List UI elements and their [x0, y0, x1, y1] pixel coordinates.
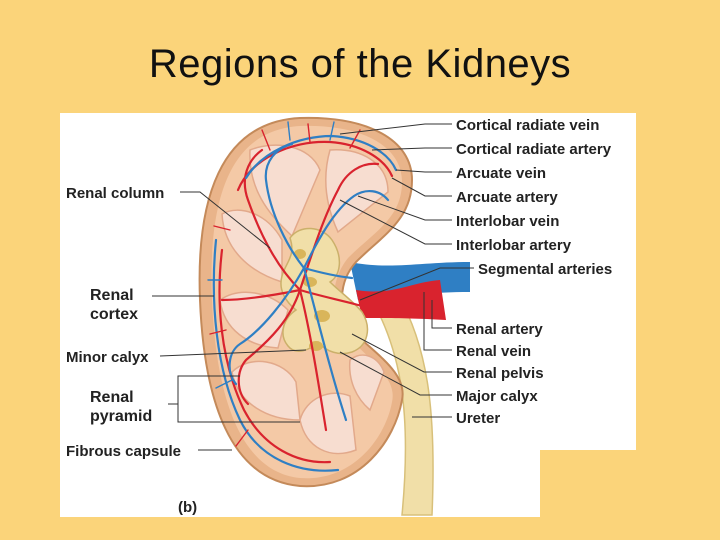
radiate-artery-4 [213, 225, 231, 231]
leader-cortical-radiate-artery [371, 147, 452, 151]
panel-label: (b) [178, 499, 197, 516]
radiate-artery-5 [209, 329, 227, 335]
vein-branch-3 [302, 190, 390, 270]
leader-renal-column [180, 191, 271, 249]
leader-cortical-radiate-vein [339, 123, 452, 135]
vein-branch-2 [228, 266, 306, 386]
radiate-artery-6 [235, 429, 249, 447]
artery-branch-1 [243, 148, 302, 292]
label-interlobar-artery: Interlobar artery [456, 237, 572, 254]
leader-arcuate-artery [391, 177, 452, 197]
radiate-vein-4 [215, 379, 233, 389]
label-ureter: Ureter [456, 410, 500, 427]
label-renal-pyramid-line2: pyramid [90, 408, 152, 425]
pyramid-7 [348, 354, 385, 412]
calyx-1 [303, 277, 317, 287]
renal-pyramids [219, 144, 389, 455]
leader-renal-pyramid [168, 375, 300, 423]
calyx-4 [294, 249, 306, 259]
radiate-vein-1 [287, 121, 291, 141]
pyramid-5 [231, 360, 301, 421]
leader-renal-pelvis [351, 333, 452, 373]
leader-segmental-arteries [359, 267, 474, 301]
leader-major-calyx [339, 351, 452, 396]
radiate-artery-3 [349, 129, 361, 149]
label-arcuate-artery: Arcuate artery [456, 189, 558, 206]
pyramid-4 [219, 291, 289, 349]
vein-branch-1 [264, 142, 306, 270]
vein-branch-4 [302, 266, 348, 422]
label-cortical-radiate-vein: Cortical radiate vein [456, 117, 599, 134]
arcuate-artery-arc-2 [218, 248, 332, 464]
labels-right: Cortical radiate vein Cortical radiate a… [456, 117, 612, 427]
arcuate-vein-arc [244, 134, 398, 180]
artery-branch-4 [220, 288, 302, 302]
radiate-artery-1 [261, 129, 271, 151]
label-fibrous-capsule: Fibrous capsule [66, 443, 181, 460]
leader-interlobar-artery [339, 199, 452, 245]
leader-renal-artery [431, 300, 452, 329]
label-major-calyx: Major calyx [456, 388, 538, 405]
label-renal-pyramid-line1: Renal [90, 389, 134, 406]
artery-branch-3 [298, 162, 380, 292]
artery-branch-2 [237, 288, 302, 406]
label-cortical-radiate-artery: Cortical radiate artery [456, 141, 612, 158]
labels-left: Renal column Renal cortex Minor calyx Re… [66, 185, 197, 516]
label-renal-artery: Renal artery [456, 321, 543, 338]
label-renal-vein: Renal vein [456, 343, 531, 360]
renal-pelvis-shape [280, 227, 369, 355]
label-segmental-arteries: Segmental arteries [478, 261, 612, 278]
label-arcuate-vein: Arcuate vein [456, 165, 546, 182]
leader-lines [152, 123, 474, 451]
artery-trunk [298, 288, 364, 308]
arcuate-vein-arc-2 [212, 238, 340, 472]
leader-interlobar-vein [357, 195, 452, 221]
label-minor-calyx: Minor calyx [66, 349, 149, 366]
vein-trunk [302, 266, 354, 280]
slide-title: Regions of the Kidneys [148, 42, 572, 86]
leader-minor-calyx [159, 349, 307, 357]
cortical-radiate-vessels [207, 121, 361, 447]
artery-branch-5 [298, 288, 328, 432]
veins [212, 134, 398, 472]
leader-arcuate-vein [395, 169, 452, 173]
radiate-vein-2 [329, 121, 335, 141]
label-renal-pelvis: Renal pelvis [456, 365, 544, 382]
label-renal-column: Renal column [66, 185, 164, 202]
label-renal-cortex-line2: cortex [90, 306, 138, 323]
label-interlobar-vein: Interlobar vein [456, 213, 559, 230]
label-renal-cortex-line1: Renal [90, 287, 134, 304]
leader-renal-vein [423, 292, 452, 351]
radiate-artery-2 [307, 123, 311, 143]
